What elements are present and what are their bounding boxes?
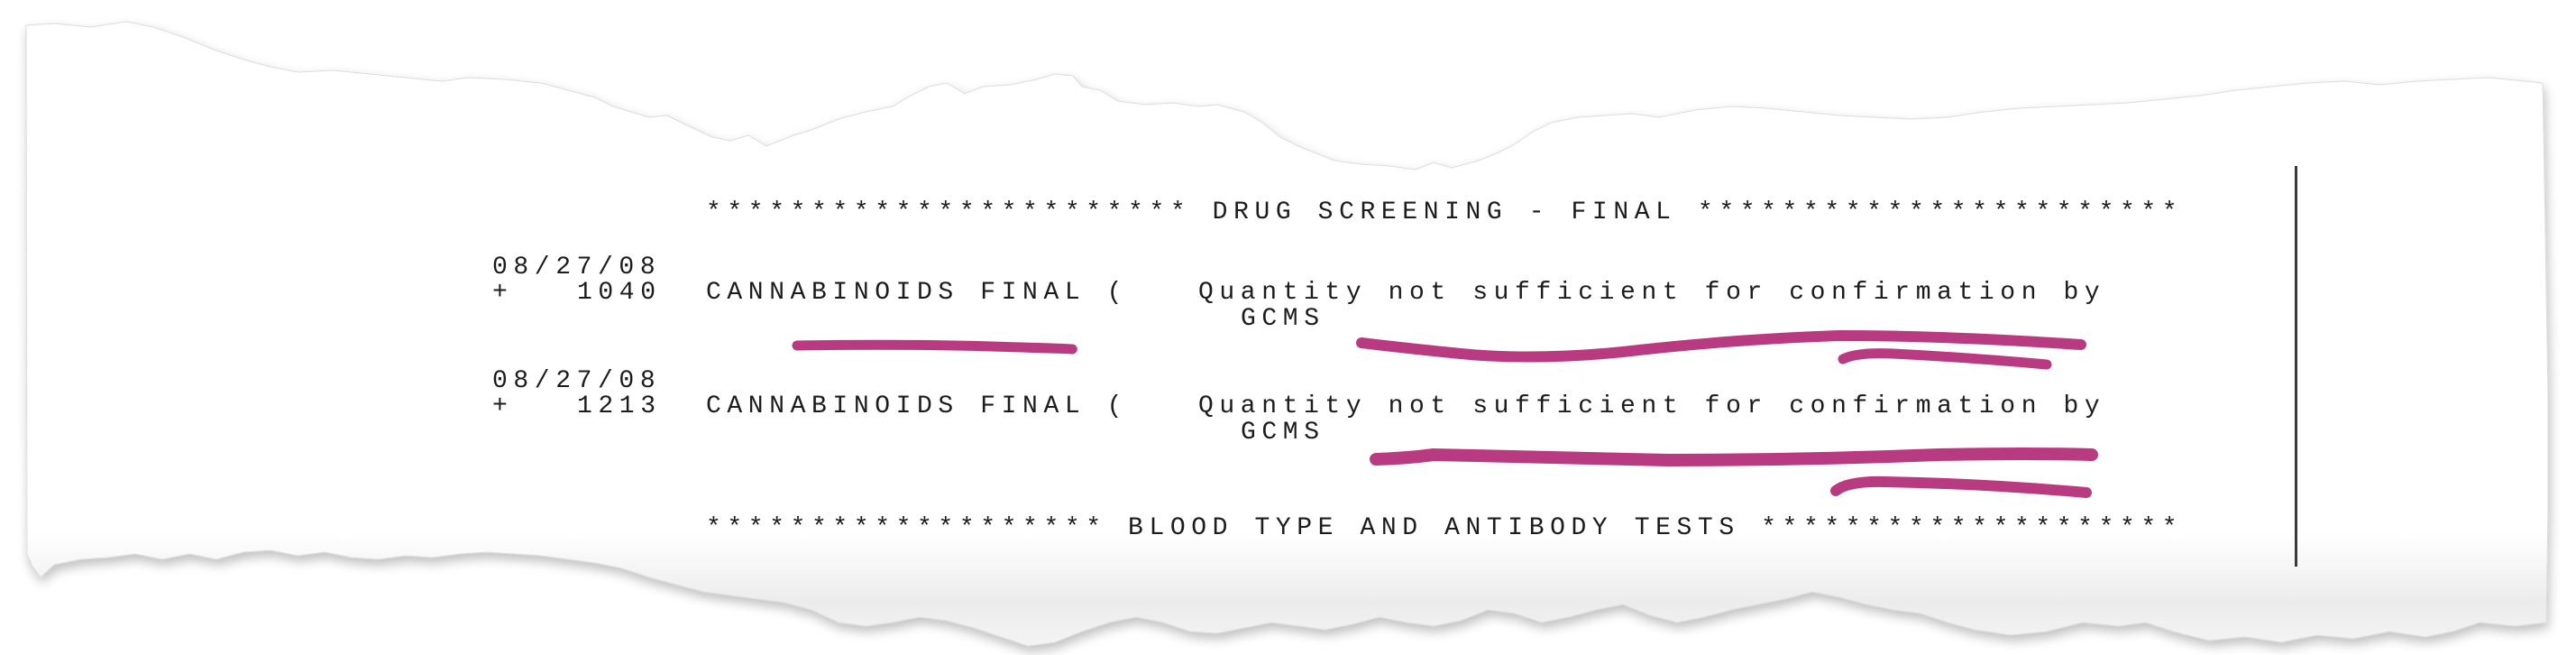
entry-result-method: GCMS: [1241, 305, 1325, 333]
section-header-blood-type: ******************* BLOOD TYPE AND ANTIB…: [706, 514, 2184, 542]
highlight-stroke: [1356, 329, 2086, 363]
entry-test-name: CANNABINOIDS FINAL (: [706, 392, 1129, 420]
highlight-stroke: [1838, 348, 2052, 370]
entry-result-method: GCMS: [1241, 419, 1325, 447]
entry-flag: +: [492, 392, 514, 420]
highlight-stroke: [792, 339, 1077, 355]
highlight-stroke: [1830, 475, 2092, 498]
section-header-drug-screening: *********************** DRUG SCREENING -…: [706, 198, 2184, 226]
entry-result: Quantity not sufficient for confirmation…: [1198, 279, 2106, 307]
entry-flag: +: [492, 279, 514, 307]
entry-time: 1040: [577, 279, 662, 307]
margin-rule: [2295, 166, 2297, 567]
entry-test-name: CANNABINOIDS FINAL (: [706, 279, 1129, 307]
entry-date: 08/27/08: [492, 254, 662, 281]
entry-date: 08/27/08: [492, 367, 662, 395]
highlight-stroke: [1370, 447, 2098, 467]
entry-result: Quantity not sufficient for confirmation…: [1198, 392, 2106, 420]
entry-time: 1213: [577, 392, 662, 420]
